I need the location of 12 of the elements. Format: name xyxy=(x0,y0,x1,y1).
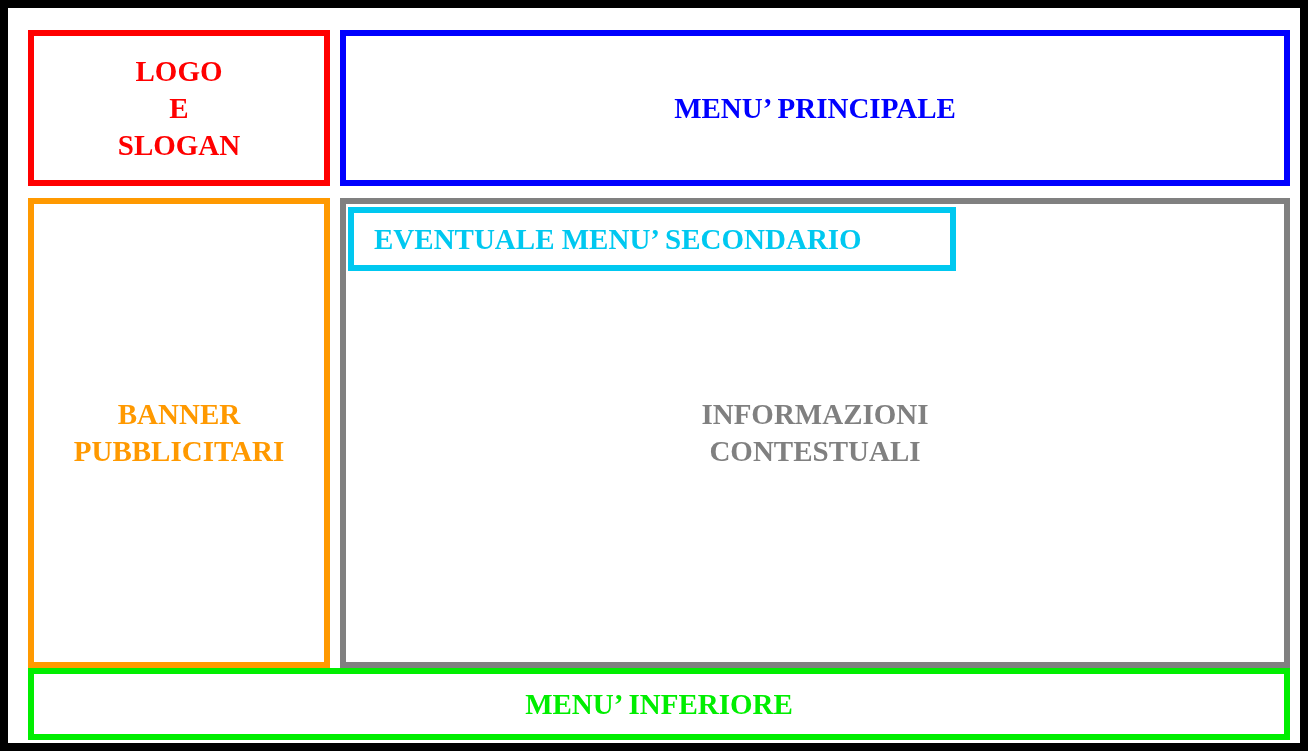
main-menu-box xyxy=(340,30,1290,186)
box-label: LOGO E SLOGAN xyxy=(116,53,242,163)
box-label: EVENTUALE MENU’ SECONDARIO xyxy=(373,221,862,257)
banner-area-box xyxy=(28,198,330,668)
content-area-box xyxy=(340,198,1290,668)
box-label: BANNER PUBBLICITARI xyxy=(73,397,285,469)
box-label: INFORMAZIONI CONTESTUALI xyxy=(701,397,929,469)
secondary-menu-box xyxy=(348,207,956,271)
header-left-box xyxy=(28,30,330,186)
footer-menu-box xyxy=(28,668,1290,740)
box-label: MENU’ INFERIORE xyxy=(525,686,793,722)
box-label: MENU’ PRINCIPALE xyxy=(674,90,956,126)
